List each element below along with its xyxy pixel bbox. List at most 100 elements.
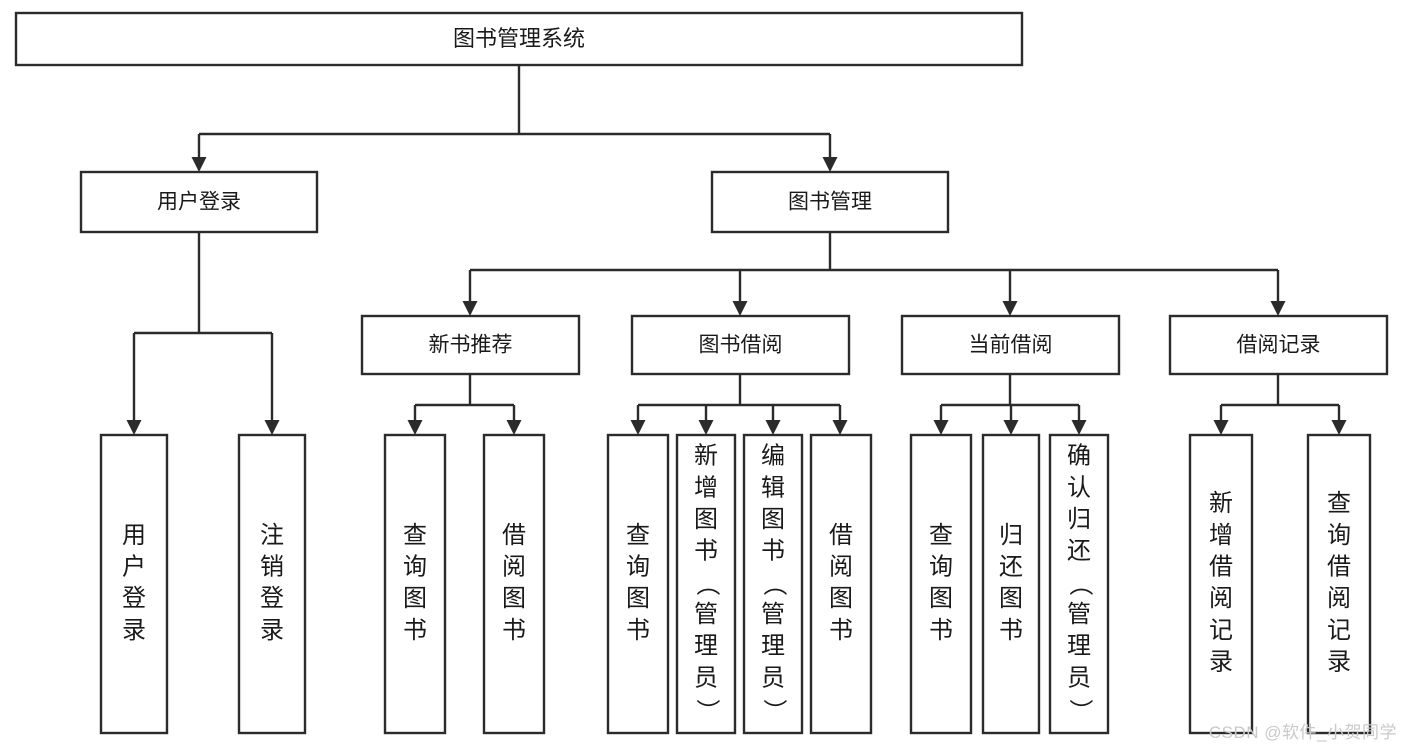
node-label-char: 书 [403, 617, 427, 644]
node-label-char: ） [694, 699, 721, 723]
node-label-char: 还 [1067, 538, 1091, 565]
node-box[interactable] [909, 433, 973, 735]
node-box[interactable] [360, 314, 581, 376]
node-label-char: 书 [761, 538, 785, 565]
node-label-char: 图 [999, 585, 1023, 612]
node-label-char: 借 [1209, 554, 1233, 581]
node-box[interactable] [606, 433, 670, 735]
node-label-char: 书 [829, 617, 853, 644]
node-label-char: 借 [502, 522, 526, 549]
node-box[interactable] [482, 433, 546, 735]
node-label-char: 借 [829, 522, 853, 549]
node-label-char: 新 [694, 443, 718, 470]
node-label-char: 查 [626, 522, 650, 549]
node-label-char: 记 [1209, 617, 1233, 644]
node-leaf-0[interactable]: 用户登录 [99, 433, 169, 735]
book-mgmt-bus-branch-1-arrowhead [732, 301, 748, 316]
node-label-char: 管 [694, 601, 718, 628]
node-label: 借阅记录 [1237, 334, 1321, 357]
node-label-char: ） [761, 699, 788, 723]
node-label-char: 增 [1209, 522, 1233, 549]
node-label-char: 登 [122, 585, 146, 612]
borrow-bus-branch-2-arrowhead [765, 420, 781, 435]
node-label-char: 员 [761, 664, 785, 691]
nodes-layer: 图书管理系统用户登录图书管理新书推荐图书借阅当前借阅借阅记录用户登录注销登录查询… [14, 11, 1389, 735]
node-box[interactable] [1188, 433, 1254, 735]
node-box[interactable] [1306, 433, 1372, 735]
book-mgmt-bus-branch-2-arrowhead [1002, 301, 1018, 316]
node-label-char: 归 [1067, 506, 1091, 533]
node-label-char: 图 [829, 585, 853, 612]
node-label-char: 书 [694, 538, 718, 565]
node-box[interactable] [237, 433, 307, 735]
node-level2-1[interactable]: 图书管理 [710, 170, 950, 234]
node-label-char: 阅 [1209, 585, 1233, 612]
node-box[interactable] [1168, 314, 1389, 376]
node-box[interactable] [14, 11, 1024, 67]
node-label-char: 新 [1209, 490, 1233, 517]
node-box[interactable] [383, 433, 447, 735]
root-bus-branch-0-arrowhead [191, 157, 207, 172]
node-label-char: 查 [403, 522, 427, 549]
node-label-char: 录 [1327, 649, 1351, 676]
book-mgmt-bus-branch-3-arrowhead [1270, 301, 1286, 316]
node-label-char: 录 [260, 617, 284, 644]
node-label-char: 还 [999, 554, 1023, 581]
node-box[interactable] [981, 433, 1041, 735]
user-login-bus-branch-1-arrowhead [264, 420, 280, 435]
node-box[interactable] [79, 170, 319, 234]
node-label-char: 书 [502, 617, 526, 644]
node-label-char: 阅 [829, 554, 853, 581]
node-box[interactable] [99, 433, 169, 735]
node-box[interactable] [742, 433, 804, 735]
node-level2-0[interactable]: 用户登录 [79, 170, 319, 234]
node-root-0[interactable]: 图书管理系统 [14, 11, 1024, 67]
node-label: 当前借阅 [969, 334, 1053, 357]
node-box[interactable] [675, 433, 737, 735]
node-label-char: 询 [626, 554, 650, 581]
node-level3-2[interactable]: 当前借阅 [900, 314, 1121, 376]
node-label-char: 图 [694, 506, 718, 533]
node-label-char: 阅 [502, 554, 526, 581]
node-box[interactable] [1048, 433, 1110, 735]
node-label-char: 登 [260, 585, 284, 612]
node-label-char: 借 [1327, 554, 1351, 581]
node-level3-1[interactable]: 图书借阅 [630, 314, 851, 376]
node-label-char: 图 [626, 585, 650, 612]
node-label-char: 员 [694, 664, 718, 691]
node-label-char: 录 [122, 617, 146, 644]
node-label-char: 查 [929, 522, 953, 549]
node-box[interactable] [630, 314, 851, 376]
new-book-bus-branch-0-arrowhead [407, 420, 423, 435]
node-box[interactable] [900, 314, 1121, 376]
node-box[interactable] [809, 433, 873, 735]
node-label-char: 图 [929, 585, 953, 612]
node-level3-0[interactable]: 新书推荐 [360, 314, 581, 376]
node-level3-3[interactable]: 借阅记录 [1168, 314, 1389, 376]
node-label-char: 书 [999, 617, 1023, 644]
node-label-char: 书 [929, 617, 953, 644]
node-label-char: 询 [403, 554, 427, 581]
node-label-char: （ [1067, 572, 1094, 596]
node-label-char: 户 [122, 554, 146, 581]
node-label-char: 阅 [1327, 585, 1351, 612]
node-box[interactable] [710, 170, 950, 234]
node-label-char: 书 [626, 617, 650, 644]
node-label: 图书借阅 [699, 334, 783, 357]
new-book-bus-branch-1-arrowhead [506, 420, 522, 435]
node-label-char: 确 [1067, 443, 1091, 470]
node-label: 图书管理系统 [453, 26, 585, 51]
node-label-char: 注 [260, 522, 284, 549]
